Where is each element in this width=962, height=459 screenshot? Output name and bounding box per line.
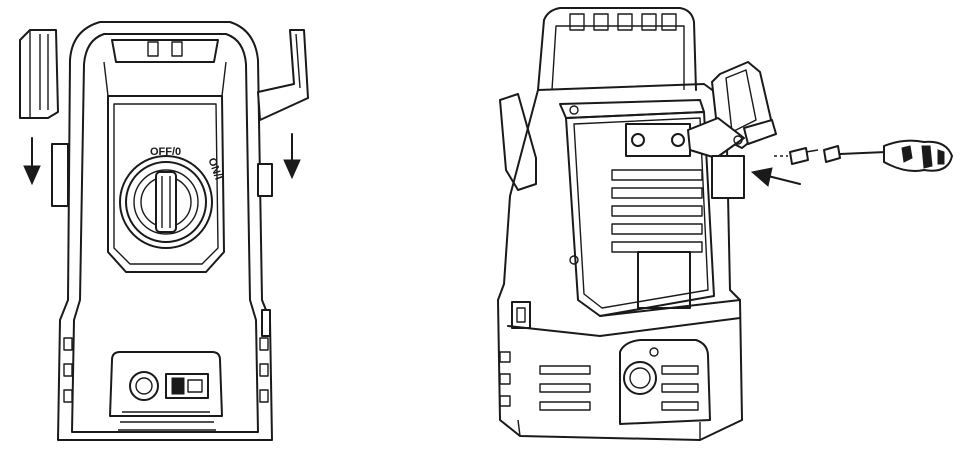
screw-icon	[823, 145, 841, 163]
down-arrow-icon	[23, 137, 41, 186]
dial-label-off: OFF/0	[150, 146, 181, 158]
screw-icon	[789, 147, 819, 165]
rear-view-unit	[497, 7, 743, 441]
hose-holder-part	[19, 29, 59, 119]
down-arrow-icon	[283, 133, 301, 180]
left-arrow-icon	[750, 167, 801, 187]
screwdriver-icon	[839, 139, 953, 172]
gun-holder-part	[687, 61, 777, 199]
gun-holder-part	[257, 29, 309, 121]
dial-label-on: ON/I	[205, 156, 224, 181]
front-view-unit: OFF/0 ON/I	[51, 21, 273, 441]
